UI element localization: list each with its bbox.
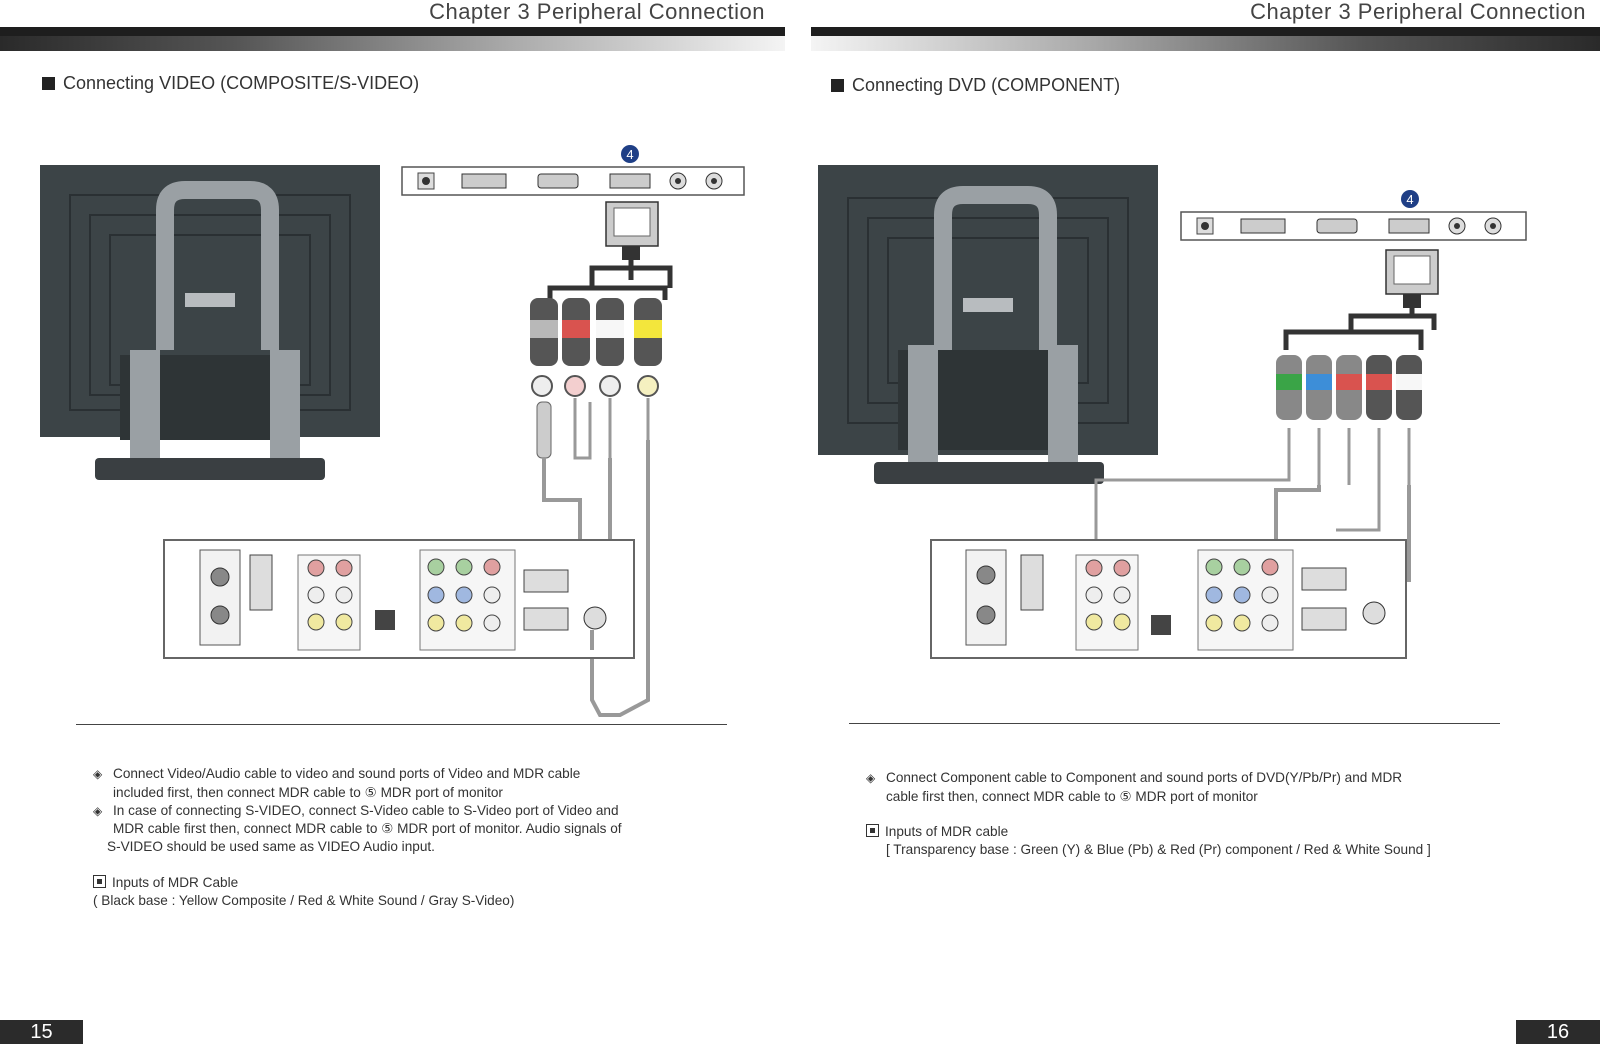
monitor-port-strip bbox=[1180, 211, 1527, 241]
notes-block: ◈Connect Video/Audio cable to video and … bbox=[93, 765, 622, 909]
note-item-continuation: cable first then, connect MDR cable to ⑤… bbox=[886, 788, 1258, 804]
page-number: 15 bbox=[0, 1020, 83, 1044]
rca-plug-white bbox=[596, 298, 624, 366]
mdr-plug bbox=[547, 201, 673, 300]
video-connection-diagram: 4 bbox=[40, 145, 745, 717]
audio-plug-red bbox=[1366, 355, 1392, 420]
port-marker-4: 4 bbox=[1401, 190, 1419, 208]
note-item: ◈Connect Component cable to Component an… bbox=[866, 769, 1431, 788]
section-heading-text: Connecting DVD (COMPONENT) bbox=[852, 75, 1121, 95]
dvd-component-connection-diagram: 4 bbox=[818, 165, 1527, 659]
component-plug-green bbox=[1276, 355, 1302, 420]
chapter-title: Chapter 3 Peripheral Connection bbox=[1250, 0, 1586, 24]
port-marker-label: 4 bbox=[626, 147, 633, 162]
note-item-continuation: included first, then connect MDR cable t… bbox=[113, 784, 503, 800]
note-item-continuation: S-VIDEO should be used same as VIDEO Aud… bbox=[107, 839, 435, 855]
video-deck-back-panel bbox=[163, 539, 635, 659]
mdr-heading: Inputs of MDR cable bbox=[866, 823, 1431, 841]
monitor-port-strip bbox=[401, 166, 745, 196]
page-15: Chapter 3 Peripheral Connection Connecti… bbox=[0, 0, 785, 1044]
section-heading: Connecting VIDEO (COMPOSITE/S-VIDEO) bbox=[42, 73, 419, 94]
mdr-heading: Inputs of MDR Cable bbox=[93, 874, 622, 892]
component-plug-blue bbox=[1306, 355, 1332, 420]
port-marker-4: 4 bbox=[621, 145, 639, 163]
rca-plug-gray bbox=[530, 298, 558, 366]
component-plug-red bbox=[1336, 355, 1362, 420]
divider-line bbox=[849, 723, 1500, 724]
boxed-square-icon bbox=[93, 874, 106, 888]
chapter-title: Chapter 3 Peripheral Connection bbox=[429, 0, 765, 24]
mdr-detail: ( Black base : Yellow Composite / Red & … bbox=[93, 892, 515, 908]
note-item: ◈In case of connecting S-VIDEO, connect … bbox=[93, 802, 622, 821]
square-bullet-icon bbox=[42, 77, 55, 90]
page-number: 16 bbox=[1516, 1020, 1600, 1044]
dvd-back-panel bbox=[930, 539, 1407, 659]
square-bullet-icon bbox=[831, 79, 844, 92]
monitor-back-illustration bbox=[818, 165, 1158, 484]
port-marker-label: 4 bbox=[1406, 192, 1413, 207]
page-16: Chapter 3 Peripheral Connection Connecti… bbox=[811, 0, 1600, 1044]
section-heading: Connecting DVD (COMPONENT) bbox=[831, 75, 1120, 96]
diamond-bullet-icon: ◈ bbox=[93, 767, 103, 781]
header-gradient-bar bbox=[811, 27, 1600, 51]
notes-block: ◈Connect Component cable to Component an… bbox=[866, 769, 1431, 859]
header-gradient-bar bbox=[0, 27, 785, 51]
monitor-back-illustration bbox=[40, 165, 380, 480]
section-heading-text: Connecting VIDEO (COMPOSITE/S-VIDEO) bbox=[63, 73, 420, 93]
diamond-bullet-icon: ◈ bbox=[93, 803, 103, 818]
audio-plug-white bbox=[1396, 355, 1422, 420]
diamond-bullet-icon: ◈ bbox=[866, 771, 876, 785]
mdr-detail: [ Transparency base : Green (Y) & Blue (… bbox=[886, 842, 1431, 858]
rca-plug-yellow bbox=[634, 298, 662, 366]
mdr-plug bbox=[1283, 249, 1439, 350]
boxed-square-icon bbox=[866, 824, 879, 838]
divider-line bbox=[76, 724, 727, 725]
note-item-continuation: MDR cable first then, connect MDR cable … bbox=[113, 821, 622, 837]
rca-plug-red bbox=[562, 298, 590, 366]
note-item: ◈Connect Video/Audio cable to video and … bbox=[93, 765, 622, 784]
